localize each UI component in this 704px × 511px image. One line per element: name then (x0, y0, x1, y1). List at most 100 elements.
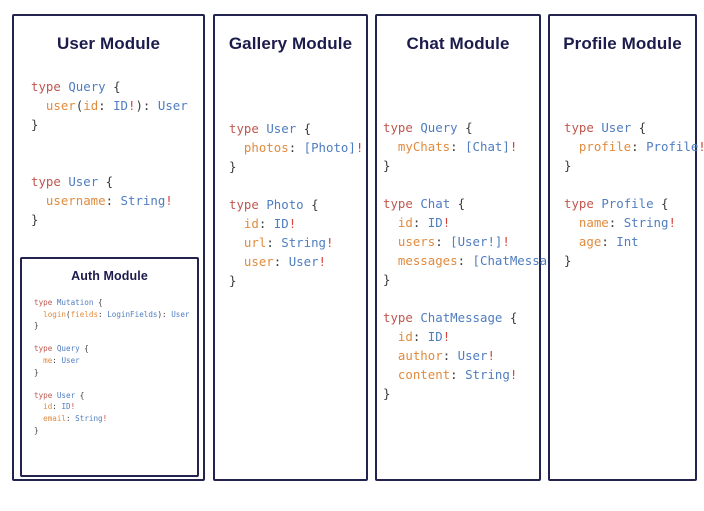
code-token-bang: ! (128, 98, 136, 113)
code-token-type: ID (427, 215, 443, 230)
code-token-punc: { (450, 196, 466, 211)
module-card-profile[interactable]: Profile Module type User { profile: Prof… (548, 14, 704, 481)
code-token-kw: type (383, 120, 421, 135)
module-card-user[interactable]: User Module type Query { user(id: ID!): … (12, 14, 205, 481)
code-line: email: String! (34, 413, 197, 425)
code-line: type ChatMessage { (383, 308, 539, 327)
code-line: type Query { (34, 343, 197, 355)
code-token-name: profile (564, 139, 632, 154)
code-line: } (31, 210, 203, 229)
code-line: author: User! (383, 346, 539, 365)
code-token-punc: : (412, 329, 428, 344)
code-token-punc: : (52, 402, 62, 412)
code-line: photos: [Photo]! (229, 138, 366, 157)
code-token-name: me (34, 355, 53, 365)
code-token-bang: ! (288, 216, 297, 231)
code-token-name: user (31, 98, 76, 113)
module-card-gallery[interactable]: Gallery Module type User { photos: [Phot… (213, 14, 368, 481)
code-token-punc: : (273, 254, 289, 269)
code-token-punc: } (34, 425, 39, 435)
code-line: type Query { (383, 118, 539, 137)
code-token-type: User (266, 121, 297, 136)
code-token-bang: ! (70, 402, 76, 412)
code-token-type: Photo (266, 197, 304, 212)
module-title-auth: Auth Module (71, 269, 148, 283)
code-line: } (383, 384, 539, 403)
code-line: profile: Profile! (564, 137, 704, 156)
code-token-name: id (229, 216, 259, 231)
code-token-punc: ( (66, 309, 71, 319)
code-token-punc: : (608, 215, 624, 230)
code-token-punc: : (442, 348, 458, 363)
code-line: } (34, 367, 197, 379)
code-token-name: age (564, 234, 602, 249)
code-line: } (564, 156, 695, 175)
code-token-name: fields (70, 309, 99, 319)
code-token-type: User (601, 120, 632, 135)
code-token-punc: : (457, 253, 473, 268)
code-token-punc: { (98, 174, 114, 189)
code-token-kw: type (229, 197, 267, 212)
code-token-kw: type (34, 344, 57, 354)
module-card-chat[interactable]: Chat Module type Query { myChats: [Chat]… (375, 14, 577, 481)
code-line: user(id: ID!): User (31, 96, 203, 115)
code-token-type: String (623, 215, 669, 230)
code-line (31, 153, 203, 172)
code-token-name: content (383, 367, 451, 382)
code-line: messages: [ChatMessage]! (383, 251, 577, 270)
code-line: type Profile { (564, 194, 695, 213)
code-line: content: String! (383, 365, 539, 384)
code-token-bang: ! (442, 215, 451, 230)
code-token-bang: ! (326, 235, 334, 250)
code-token-punc: } (229, 273, 237, 288)
code-token-type: User (288, 254, 319, 269)
code-token-kw: type (564, 120, 602, 135)
code-token-punc: } (34, 367, 39, 377)
code-token-kw: type (564, 196, 602, 211)
code-token-name: name (564, 215, 609, 230)
code-line (564, 175, 695, 194)
code-line: myChats: [Chat]! (383, 137, 539, 156)
code-token-type: Chat (420, 196, 451, 211)
code-token-punc: { (105, 79, 121, 94)
code-token-type: Mutation (56, 298, 94, 307)
code-token-type: [ChatMessage] (472, 253, 570, 268)
code-token-punc: : (601, 234, 617, 249)
code-token-name: login (34, 309, 67, 319)
code-token-name: author (383, 348, 443, 363)
code-line: login(fields: LoginFields): User (34, 309, 197, 321)
code-token-name: id (383, 215, 413, 230)
schema-code-auth: type Mutation { login(fields: LoginField… (34, 297, 197, 436)
code-token-type: Query (68, 79, 106, 94)
code-token-punc: } (31, 117, 39, 132)
code-token-name: id (83, 98, 99, 113)
schema-code-chat: type Query { myChats: [Chat]!} type Chat… (383, 118, 577, 403)
code-line: type Mutation { (34, 297, 197, 309)
code-token-name: id (383, 329, 413, 344)
code-token-bang: ! (487, 348, 495, 363)
code-token-punc: } (564, 158, 572, 173)
code-token-type: User (457, 348, 488, 363)
code-token-kw: type (34, 298, 57, 307)
code-token-bang: ! (442, 329, 451, 344)
code-token-type: Profile (646, 139, 699, 154)
code-line: } (31, 115, 203, 134)
module-title-user: User Module (56, 34, 161, 53)
code-line (383, 175, 539, 194)
code-token-kw: type (34, 390, 57, 400)
code-token-punc: : (52, 355, 62, 365)
code-line: type Photo { (229, 195, 366, 214)
module-title-gallery: Gallery Module (228, 34, 353, 53)
code-token-bang: ! (698, 139, 704, 154)
code-token-type: Query (420, 120, 458, 135)
code-token-punc: ): (157, 309, 172, 319)
code-token-punc: : (66, 413, 76, 423)
code-token-punc: { (631, 120, 647, 135)
module-title-chat: Chat Module (406, 34, 510, 53)
code-token-bang: ! (509, 139, 518, 154)
code-token-punc: } (564, 253, 572, 268)
code-token-punc: : (450, 139, 466, 154)
module-card-auth[interactable]: Auth Module type Mutation { login(fields… (20, 257, 199, 477)
schema-code-profile: type User { profile: Profile!} type Prof… (564, 118, 704, 270)
